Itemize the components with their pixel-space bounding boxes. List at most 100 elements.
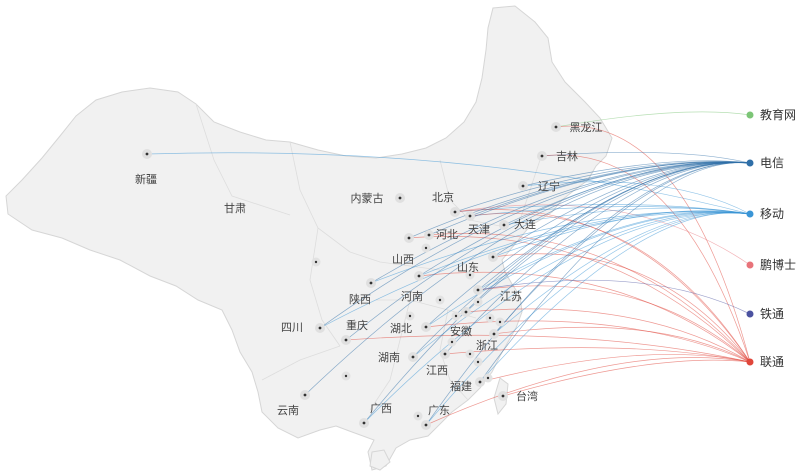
flow-guangxi-telecom [363, 162, 751, 424]
city-dot [416, 414, 420, 418]
flow-guangdong-unicom [425, 357, 751, 426]
dot-guangxi [362, 421, 366, 425]
dot-xinjiang [145, 152, 149, 156]
dot-hebei [427, 233, 431, 237]
city-dot [468, 273, 472, 277]
isp-label-edu: 教育网 [760, 107, 796, 122]
flow-jiangsu-unicom [477, 285, 751, 363]
hainan-island [369, 449, 391, 471]
province-label-heilongjiang: 黑龙江 [570, 121, 603, 134]
province-label-yunnan: 云南 [277, 404, 299, 417]
province-label-jiangsu: 江苏 [500, 290, 522, 303]
province-label-fujian: 福建 [450, 379, 472, 393]
isp-node-unicom [746, 358, 754, 366]
dot-dalian [502, 223, 506, 227]
isp-label-telecom: 电信 [760, 156, 784, 170]
city-dot [438, 298, 442, 302]
province-label-neimenggu: 内蒙古 [351, 191, 384, 205]
dot-neimenggu [398, 196, 402, 200]
flow-chongqing-unicom [345, 334, 751, 363]
flow-liaoning-mobile [522, 181, 751, 215]
flow-guangxi-mobile [363, 212, 751, 424]
isp-node-edu [746, 111, 754, 119]
province-label-shandong: 山东 [457, 261, 479, 274]
province-label-taiwan: 台湾 [516, 389, 538, 403]
dot-shandong [491, 255, 495, 259]
flow-hebei-unicom [428, 233, 751, 363]
dot-shaanxi [369, 281, 373, 285]
dot-sichuan [318, 326, 322, 330]
flow-shanxi-unicom [408, 236, 751, 363]
dot-tianjin [468, 214, 472, 218]
dot-hubei [424, 325, 428, 329]
flow-anhui-unicom [465, 308, 751, 363]
dot-heilongjiang [554, 125, 558, 129]
city-dot [468, 352, 472, 356]
city-dot [486, 376, 490, 380]
isp-node-railcom [746, 310, 754, 318]
flow-zhejiang-unicom [493, 326, 751, 363]
province-label-tianjin: 天津 [468, 223, 490, 236]
dot-shanxi [407, 236, 411, 240]
province-label-beijing: 北京 [432, 190, 454, 204]
dot-yunnan [303, 393, 307, 397]
flow-xinjiang-mobile [146, 152, 751, 215]
isp-label-drpeng: 鹏博士 [760, 257, 796, 272]
province-label-sichuan: 四川 [281, 321, 303, 334]
flow-sichuan-mobile [319, 211, 751, 329]
dot-liaoning [521, 184, 525, 188]
flow-heilongjiang-unicom [555, 125, 751, 363]
province-label-hubei: 湖北 [390, 322, 412, 335]
dot-henan [417, 274, 421, 278]
province-borders [195, 103, 541, 411]
dot-guangdong [424, 423, 428, 427]
province-label-chongqing: 重庆 [346, 318, 368, 332]
flow-hunan-mobile [412, 212, 751, 358]
dot-zhejiang [492, 332, 496, 336]
isp-label-unicom: 联通 [760, 355, 784, 369]
isp-label-mobile: 移动 [760, 207, 784, 221]
city-dot [424, 246, 428, 250]
province-label-guangxi: 广西 [370, 402, 392, 415]
flow-jiangsu-railcom [477, 279, 751, 315]
dot-anhui [464, 310, 468, 314]
dot-taiwan [501, 394, 505, 398]
flow-chongqing-telecom [345, 162, 751, 341]
province-label-henan: 河南 [401, 290, 423, 303]
flow-liaoning-telecom [522, 160, 751, 187]
connection-lines [146, 111, 751, 426]
flow-taiwan-unicom [502, 359, 751, 397]
flow-shandong-unicom [492, 253, 751, 363]
isp-node-telecom [746, 159, 754, 167]
province-label-shaanxi: 陕西 [349, 292, 371, 306]
city-dot [408, 314, 412, 318]
city-dot [476, 360, 480, 364]
province-labels: 新疆甘肃内蒙古黑龙江吉林辽宁北京天津河北大连山西山东陕西河南江苏四川重庆湖北安徽… [135, 121, 603, 417]
dot-fujian [478, 380, 482, 384]
flow-jiangsu-mobile [477, 211, 751, 291]
flow-fujian-telecom [479, 162, 751, 383]
isp-label-railcom: 铁通 [760, 307, 784, 321]
isp-node-mobile [746, 210, 754, 218]
flow-jilin-unicom [541, 154, 751, 363]
city-dots [142, 122, 561, 430]
province-label-hunan: 湖南 [378, 351, 400, 364]
flow-yunnan-telecom [304, 162, 751, 396]
dot-hunan [411, 355, 415, 359]
province-label-hebei: 河北 [436, 228, 458, 241]
province-label-guangdong: 广东 [428, 404, 450, 417]
dot-jilin [540, 154, 544, 158]
city-dot [344, 374, 348, 378]
city-dot [314, 260, 318, 264]
province-label-jilin: 吉林 [556, 149, 578, 163]
isp-node-drpeng [746, 261, 754, 269]
dot-chongqing [344, 338, 348, 342]
city-dot [450, 340, 454, 344]
flow-heilongjiang-edu [555, 111, 751, 128]
province-label-jiangxi: 江西 [426, 364, 448, 377]
province-label-xinjiang: 新疆 [135, 172, 157, 186]
province-label-liaoning: 辽宁 [538, 179, 560, 193]
city-dot [454, 314, 458, 318]
